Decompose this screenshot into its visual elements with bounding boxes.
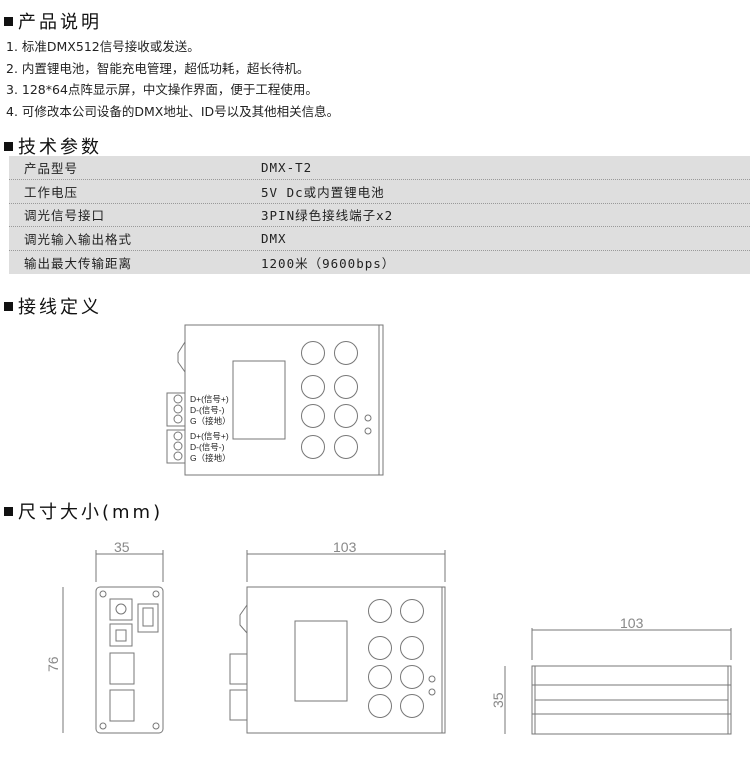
pin-label: D-(信号-) (190, 405, 225, 415)
list-item: 1. 标准DMX512信号接收或发送。 (6, 39, 200, 54)
bullet-square-icon (4, 506, 13, 516)
bullet-square-icon (4, 141, 13, 151)
dim-label: 76 (45, 656, 61, 672)
table-row: 调光输入输出格式 DMX (9, 227, 750, 252)
terminal-block-1 (166, 392, 186, 427)
wiring-diagram: D+(信号+) D-(信号-) G（接地） D+(信号+) D-(信号-) G（… (166, 324, 384, 476)
dim-label: 103 (620, 615, 644, 631)
pin-label: D+(信号+) (190, 431, 229, 441)
top-view-drawing: 103 35 (490, 615, 732, 735)
dim-label: 103 (333, 539, 357, 555)
power-switch (177, 341, 186, 373)
spec-value: 5V Dc或内置锂电池 (261, 184, 385, 200)
wiring-title: 接线定义 (18, 297, 102, 318)
pin-label: D+(信号+) (190, 394, 229, 404)
section-title-dims: 尺寸大小(mm) (4, 498, 163, 524)
list-item: 4. 可修改本公司设备的DMX地址、ID号以及其他相关信息。 (6, 104, 340, 120)
spec-table: 产品型号 DMX-T2 工作电压 5V Dc或内置锂电池 调光信号接口 3PIN绿色接… (9, 156, 750, 274)
section-title-intro: 产品说明 (4, 8, 102, 34)
spec-value: 3PIN绿色接线端子x2 (261, 208, 394, 224)
front-view-drawing: 35 76 (45, 539, 164, 734)
buttons (301, 341, 372, 459)
list-item: 3. 128*64点阵显示屏，中文操作界面，便于工程使用。 (6, 82, 318, 98)
dim-label: 35 (114, 539, 130, 555)
pin-label: G（接地） (190, 416, 231, 426)
table-row: 调光信号接口 3PIN绿色接线端子x2 (9, 204, 750, 228)
spec-value: DMX (261, 231, 287, 247)
section-title-specs: 技术参数 (4, 133, 102, 159)
side-view-drawing: 103 (229, 539, 446, 734)
spec-value: 1200米（9600bps） (261, 256, 396, 272)
spec-key: 产品型号 (24, 160, 79, 176)
table-row: 输出最大传输距离 1200米（9600bps） (9, 251, 750, 274)
display-screen (232, 360, 286, 440)
list-item: 2. 内置锂电池，智能充电管理，超低功耗，超长待机。 (6, 60, 310, 76)
feature-list: 1. 标准DMX512信号接收或发送。 2. 内置锂电池，智能充电管理，超低功耗… (6, 36, 339, 123)
spec-key: 调光信号接口 (24, 208, 106, 224)
table-row: 产品型号 DMX-T2 (9, 156, 750, 180)
spec-key: 工作电压 (24, 184, 79, 200)
bullet-square-icon (4, 301, 13, 311)
pin-label: D-(信号-) (190, 442, 225, 452)
dims-title: 尺寸大小(mm) (18, 502, 164, 523)
terminal-block-2 (166, 429, 186, 464)
spec-key: 调光输入输出格式 (24, 232, 133, 248)
section-title-wiring: 接线定义 (4, 293, 102, 319)
pin-label: G（接地） (190, 453, 231, 463)
spec-value: DMX-T2 (261, 159, 313, 175)
dim-label: 35 (490, 692, 506, 708)
specs-title: 技术参数 (18, 137, 102, 158)
spec-key: 输出最大传输距离 (24, 256, 133, 272)
bullet-square-icon (4, 16, 13, 26)
intro-title: 产品说明 (18, 12, 102, 33)
table-row: 工作电压 5V Dc或内置锂电池 (9, 180, 750, 204)
